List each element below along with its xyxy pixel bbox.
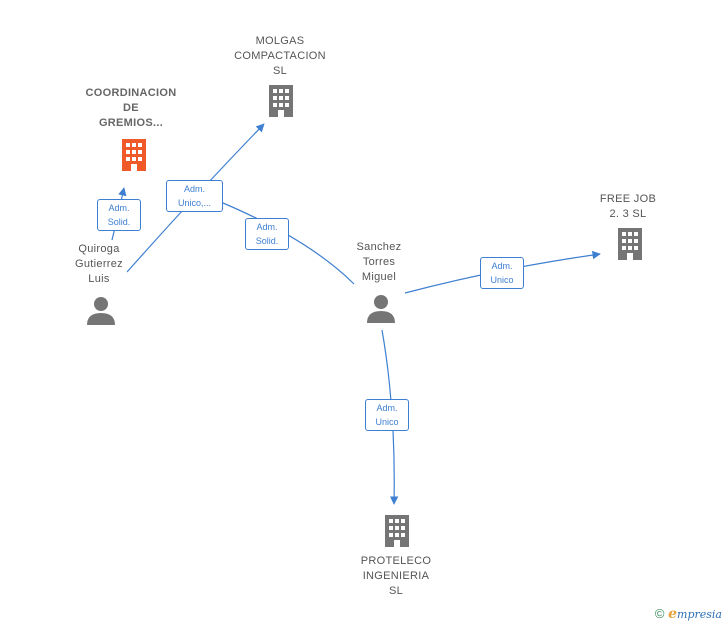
edge-label-sanchez-proteleco[interactable]: Adm. Unico: [365, 399, 409, 431]
edge-label-quiroga-molgas[interactable]: Adm. Unico,...: [166, 180, 223, 212]
label-line: DE: [123, 102, 139, 114]
label-line: SL: [272, 65, 288, 77]
footer-brand: © empresia: [655, 606, 722, 622]
node-label-proteleco[interactable]: PROTELECO INGENIERIA SL: [346, 554, 446, 599]
edge-label-quiroga-coordinacion[interactable]: Adm. Solid.: [97, 199, 141, 231]
edge-label-line: Adm.: [491, 261, 513, 271]
brand-logo: empresia: [668, 606, 722, 622]
label-line: Sanchez: [356, 241, 402, 253]
building-icon[interactable]: [265, 83, 297, 119]
edge-label-sanchez-freejob[interactable]: Adm. Unico: [480, 257, 524, 289]
label-line: Gutierrez: [75, 258, 123, 270]
edge-label-line: Solid.: [107, 217, 131, 227]
brand-name: mpresia: [677, 608, 722, 621]
edge-label-line: Adm.: [256, 222, 278, 232]
brand-initial: e: [668, 606, 678, 622]
edge-label-line: Unico,...: [177, 198, 211, 208]
node-label-quiroga[interactable]: Quiroga Gutierrez Luis: [54, 242, 144, 287]
edge-label-line: Adm.: [108, 203, 130, 213]
label-line: INGENIERIA: [362, 570, 430, 582]
building-icon[interactable]: [381, 513, 413, 549]
edge-label-line: Unico: [375, 417, 399, 427]
label-line: 2. 3 SL: [609, 208, 647, 220]
node-label-coordinacion[interactable]: COORDINACION DE GREMIOS...: [66, 86, 196, 131]
building-icon[interactable]: [118, 137, 150, 173]
label-line: Torres: [362, 256, 396, 268]
label-line: Quiroga: [78, 243, 120, 255]
edge-label-line: Solid.: [255, 236, 279, 246]
edge-label-line: Unico: [490, 275, 514, 285]
node-label-freejob[interactable]: FREE JOB 2. 3 SL: [578, 192, 678, 222]
building-icon[interactable]: [614, 226, 646, 262]
node-label-sanchez[interactable]: Sanchez Torres Miguel: [334, 240, 424, 285]
node-label-molgas[interactable]: MOLGAS COMPACTACION SL: [220, 34, 340, 79]
label-line: PROTELECO: [360, 555, 432, 567]
label-line: GREMIOS...: [98, 117, 164, 129]
label-line: MOLGAS: [255, 35, 305, 47]
edge-label-sanchez-molgas[interactable]: Adm. Solid.: [245, 218, 289, 250]
person-icon[interactable]: [86, 296, 116, 326]
edge-label-line: Adm.: [183, 184, 205, 194]
label-line: Luis: [88, 273, 110, 285]
label-line: COMPACTACION: [234, 50, 326, 62]
edge-label-line: Adm.: [376, 403, 398, 413]
label-line: COORDINACION: [85, 87, 177, 99]
person-icon[interactable]: [366, 294, 396, 324]
label-line: SL: [388, 585, 404, 597]
label-line: FREE JOB: [599, 193, 657, 205]
copyright-symbol: ©: [654, 606, 665, 621]
label-line: Miguel: [361, 271, 397, 283]
